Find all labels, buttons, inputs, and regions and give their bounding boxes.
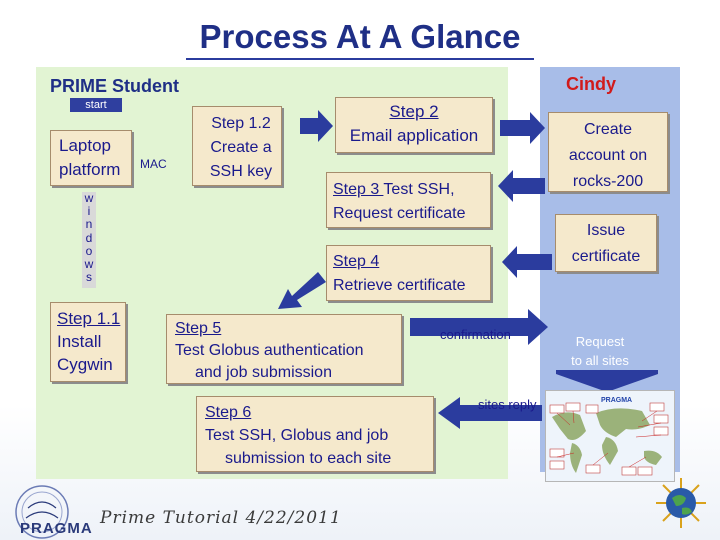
issue-line-1: Issue (586, 222, 626, 239)
sites-reply-label: sites reply (478, 397, 537, 412)
step-1-2-box: Step 1.2 Create a SSH key (192, 106, 282, 186)
step4-line-2: Retrieve certificate (333, 277, 466, 294)
request-label: Request to all sites (560, 332, 640, 370)
step12-line-1: Step 1.2 (211, 115, 271, 132)
windows-letter: s (86, 270, 92, 285)
slide-title: Process At A Glance (199, 18, 521, 55)
arrow-create-to-step3 (498, 170, 545, 202)
step6-line-3: submission to each site (225, 450, 392, 467)
step11-line-1: Step 1.1 (57, 309, 121, 328)
step-1-1-box: Step 1.1 Install Cygwin (50, 302, 126, 382)
laptop-line-1: Laptop (59, 136, 111, 155)
step5-line-2: Test Globus authentication (175, 342, 364, 359)
create-line-2: account on (568, 147, 648, 164)
step2-line-2: Email application (349, 126, 479, 145)
arrow-confirmation-to-request (410, 309, 548, 345)
step-4-box: Step 4 Retrieve certificate (326, 245, 491, 301)
arrow-request-to-map (556, 370, 658, 392)
arrow-step12-to-step2 (300, 110, 333, 142)
request-line-2: to all sites (571, 353, 629, 368)
arrow-step2-to-create (500, 112, 545, 144)
step3-line-1: Step 3 Test SSH, (333, 178, 490, 202)
windows-letter: w (84, 191, 94, 205)
windows-letter: d (85, 230, 93, 245)
student-panel-label: PRIME Student (50, 76, 179, 96)
start-tag: start (70, 98, 122, 112)
create-line-1: Create (583, 121, 633, 138)
arrow-issue-to-step4 (502, 246, 552, 278)
step6-line-2: Test SSH, Globus and job (205, 427, 389, 444)
issue-certificate-box: Issue certificate (555, 214, 657, 272)
step5-line-3: and job submission (195, 364, 332, 381)
issue-line-2: certificate (571, 248, 641, 265)
step5-line-1: Step 5 (175, 320, 222, 337)
request-line-1: Request (575, 334, 625, 349)
step4-line-1: Step 4 (333, 253, 380, 270)
arrow-step4-to-step5 (278, 272, 326, 309)
step6-line-1: Step 6 (205, 404, 252, 421)
step2-line-1: Step 2 (389, 102, 439, 121)
step-3-box: Step 3 Test SSH, Request certificate (326, 172, 491, 228)
laptop-platform-box: Laptop platform (50, 130, 132, 186)
windows-letter: w (84, 257, 94, 272)
title-underline (186, 58, 534, 60)
step11-line-3: Cygwin (57, 355, 113, 374)
pragma-logo-text: PRAGMA (20, 520, 93, 537)
step3-step: Step 3 (333, 181, 384, 198)
windows-letter: n (85, 217, 93, 232)
step12-line-3: SSH key (209, 163, 273, 180)
confirmation-label: confirmation (440, 327, 511, 342)
pragma-logo-icon (15, 485, 69, 539)
step-6-box: Step 6 Test SSH, Globus and job submissi… (196, 396, 434, 472)
step11-line-2: Install (57, 332, 102, 351)
footer-tutorial-date: Prime Tutorial 4/22/2011 (100, 508, 342, 528)
arrow-reply-to-step6 (438, 397, 542, 429)
windows-letter: o (85, 243, 93, 258)
windows-letter: i (87, 204, 91, 219)
sites-world-map: PRAGMA (545, 390, 675, 482)
create-account-box: Create account on rocks-200 (548, 112, 668, 192)
world-map-icon: PRAGMA (546, 391, 674, 481)
step-5-box: Step 5 Test Globus authentication and jo… (166, 314, 402, 384)
windows-vertical-label: w i n d o w s (82, 191, 96, 288)
map-brand: PRAGMA (601, 397, 632, 404)
step12-line-2: Create a (210, 139, 272, 156)
cindy-panel-label: Cindy (566, 74, 617, 94)
create-line-3: rocks-200 (572, 173, 644, 190)
step3-rest: Test SSH, (383, 181, 455, 198)
step3-line-2: Request certificate (333, 205, 466, 222)
mac-label: MAC (140, 157, 167, 171)
step-2-box: Step 2 Email application (335, 97, 493, 153)
laptop-line-2: platform (59, 160, 121, 179)
globe-logo-icon (656, 478, 706, 528)
